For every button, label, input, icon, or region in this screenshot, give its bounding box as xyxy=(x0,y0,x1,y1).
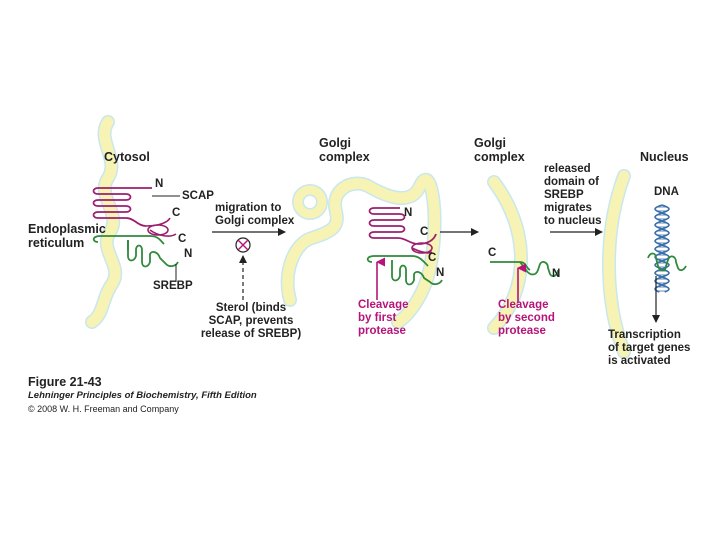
cleavage-1-line3: protease xyxy=(358,325,406,337)
nucleus-membrane xyxy=(602,169,631,359)
golgi-srebp xyxy=(366,255,443,286)
er-label-line2: reticulum xyxy=(28,236,85,250)
sterol-line1: Sterol (binds xyxy=(215,302,287,314)
cleavage-2-line1: Cleavage xyxy=(498,299,549,311)
sterol-label: Sterol (binds SCAP, prevents release of … xyxy=(198,302,304,341)
scap-n-label: N xyxy=(155,178,164,190)
migration-line2: Golgi complex xyxy=(215,215,295,227)
migration-label: migration to Golgi complex xyxy=(215,202,294,228)
circle-x-icon xyxy=(235,237,251,253)
transcription-line2: of target genes xyxy=(608,342,691,354)
er-label-line1: Endoplasmic xyxy=(28,222,106,236)
golgi2-n-label: N xyxy=(552,268,561,280)
golgi-srebp-n-label: N xyxy=(436,267,445,279)
golgi2-c-label: C xyxy=(488,247,497,259)
cleavage-2-line3: protease xyxy=(498,325,546,337)
vesicle xyxy=(292,184,328,220)
transcription-line1: Transcription xyxy=(608,329,681,341)
cytosol-label: Cytosol xyxy=(104,150,150,164)
scap-protein xyxy=(92,187,152,227)
cleavage-2-label: Cleavage by second protease xyxy=(498,299,555,338)
golgi-membrane-1 xyxy=(280,172,442,329)
srebp-label: SREBP xyxy=(153,280,193,292)
golgi-scap-c-label: C xyxy=(420,226,429,238)
dna-label: DNA xyxy=(654,186,679,198)
cleavage-2-line2: by second xyxy=(498,312,555,324)
transcription-line3: is activated xyxy=(608,355,671,367)
srebp-n-label: N xyxy=(184,248,193,260)
dna-strand-1 xyxy=(654,204,670,293)
sterol-line3: release of SREBP) xyxy=(200,328,302,340)
golgi-scap-domain xyxy=(411,242,433,254)
released-line4: migrates xyxy=(544,202,592,214)
golgi-label-2-line2: complex xyxy=(474,150,525,164)
scap-sterol-domain xyxy=(147,224,169,236)
srebp-protein xyxy=(92,235,179,268)
golgi-label-2: Golgi complex xyxy=(474,136,525,164)
golgi-srebp-c-label: C xyxy=(428,252,437,264)
cleavage-1-line2: by first xyxy=(358,312,397,324)
dna-helix xyxy=(654,204,670,293)
released-line2: domain of xyxy=(544,176,599,188)
scap-c-label: C xyxy=(172,207,181,219)
golgi-scap-n-label: N xyxy=(404,207,413,219)
released-label: released domain of SREBP migrates to nuc… xyxy=(544,163,602,228)
sterol-line2: SCAP, prevents xyxy=(208,315,294,327)
cleavage-1-line1: Cleavage xyxy=(358,299,409,311)
golgi-membrane-2 xyxy=(487,175,528,335)
book-title: Lehninger Principles of Biochemistry, Fi… xyxy=(28,390,257,401)
golgi-label-2-line1: Golgi xyxy=(474,136,506,150)
golgi-label-1-line1: Golgi xyxy=(319,136,351,150)
er-membrane xyxy=(85,115,123,329)
nucleus-srebp xyxy=(647,252,687,272)
copyright: © 2008 W. H. Freeman and Company xyxy=(28,404,179,414)
srebp-c-label: C xyxy=(178,233,187,245)
migration-line1: migration to xyxy=(215,202,282,214)
dna-strand-2 xyxy=(654,204,670,293)
released-line1: released xyxy=(544,163,591,175)
released-line3: SREBP xyxy=(544,189,584,201)
cleavage-1-label: Cleavage by first protease xyxy=(358,299,409,338)
scap-label: SCAP xyxy=(182,190,214,202)
golgi-label-1-line2: complex xyxy=(319,150,370,164)
scap-c-term xyxy=(145,217,177,237)
er-label: Endoplasmic reticulum xyxy=(28,222,106,250)
golgi-label-1: Golgi complex xyxy=(319,136,370,164)
nucleus-label: Nucleus xyxy=(640,150,689,164)
released-line5: to nucleus xyxy=(544,215,602,227)
transcription-label: Transcription of target genes is activat… xyxy=(608,329,690,368)
figure-number: Figure 21-43 xyxy=(28,375,102,389)
